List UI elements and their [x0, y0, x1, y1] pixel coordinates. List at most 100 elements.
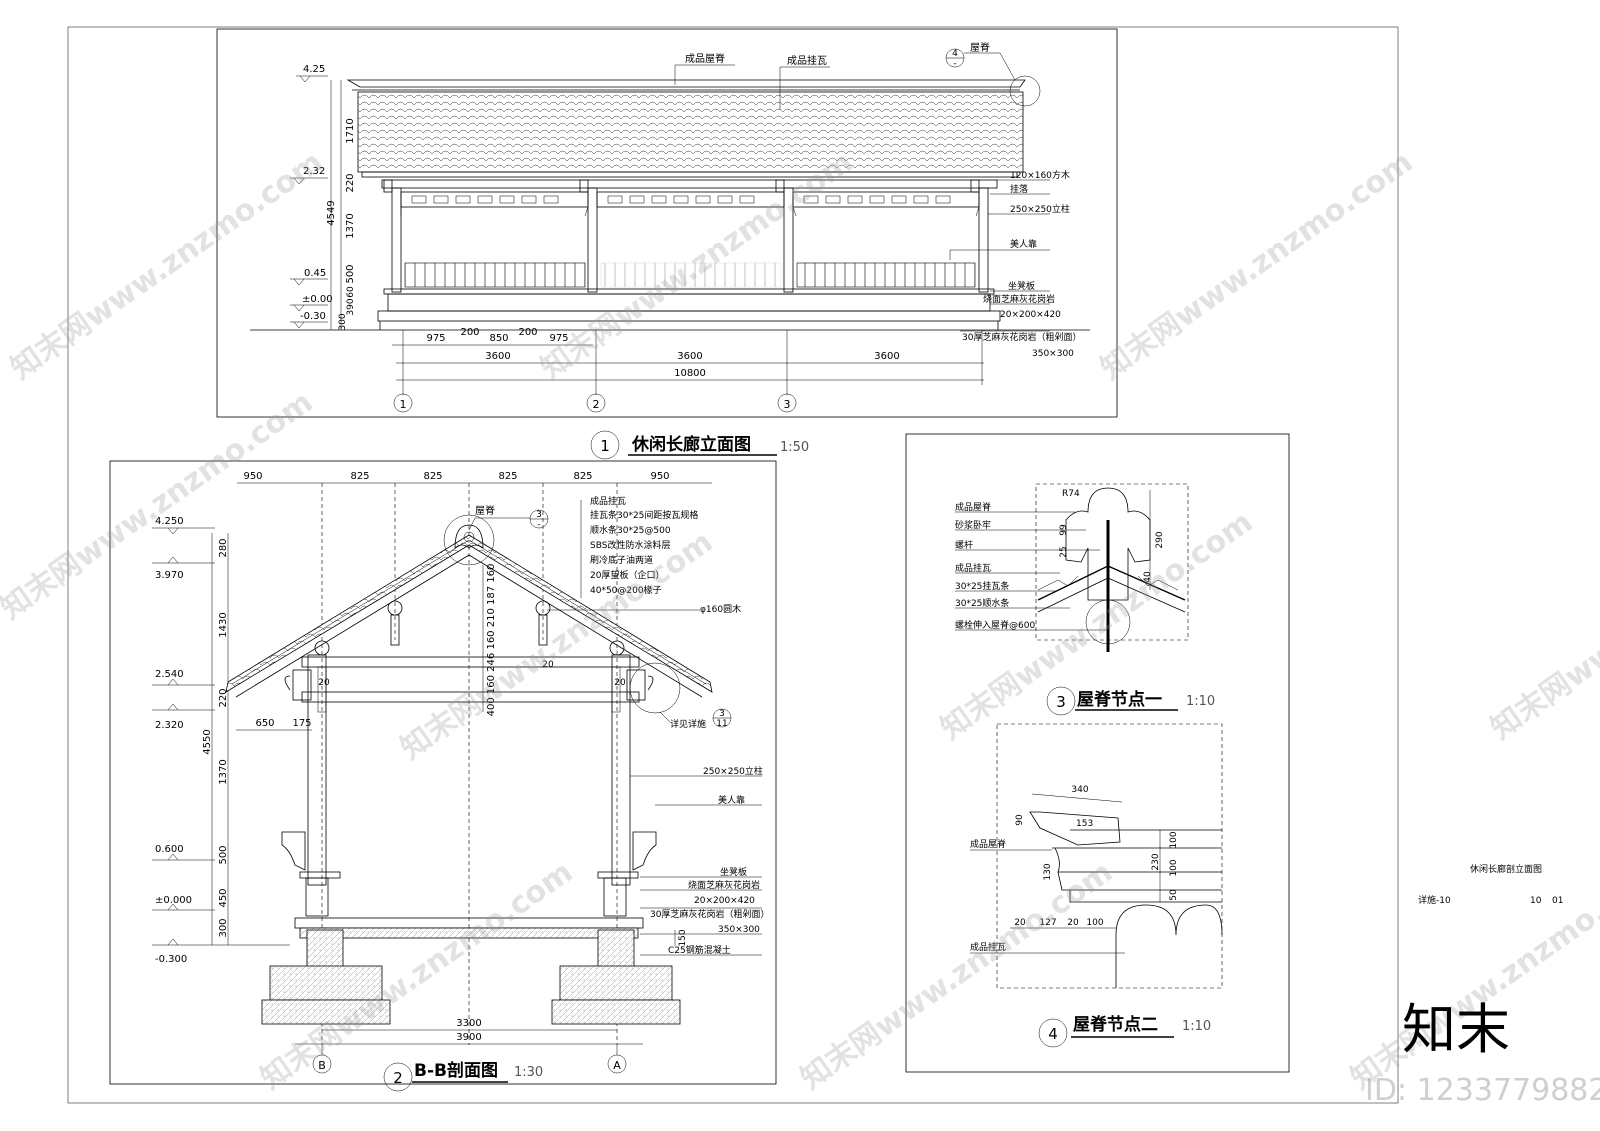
d1-label-3: 成品挂瓦 [955, 562, 991, 574]
vdim-1710: 1710 [345, 118, 356, 143]
detail-ref-num: 4 [952, 49, 958, 59]
d2-label-ridge: 成品屋脊 [970, 838, 1006, 850]
roof-label-0: 成品挂瓦 [590, 495, 626, 507]
label-250-column: 250×250立柱 [1010, 203, 1070, 215]
axis-2: 2 [593, 398, 600, 411]
top-dim-950-b: 950 [650, 471, 669, 482]
d2-dim-50: 50 [1169, 889, 1179, 901]
sec-level-0000: ±0.000 [155, 895, 192, 906]
elevation-levels: 4.25 2.32 0.45 ±0.00 -0.30 [290, 64, 333, 329]
roof-label-3: SBS改性防水涂料层 [590, 539, 670, 551]
ridge-details-frame [905, 433, 1290, 1073]
elevation-frame [216, 28, 1118, 418]
d1-title-scale: 1:10 [1186, 694, 1215, 709]
d1-label-0: 成品屋脊 [955, 501, 991, 513]
label-finished-tiles: 成品挂瓦 [787, 54, 827, 67]
titleblock-num: 01 [1552, 896, 1563, 906]
vdim-1370: 1370 [345, 213, 356, 238]
section-levels: 4.250 3.970 2.540 2.320 0.600 ±0.000 -0.… [152, 516, 290, 965]
label-bench-board: 坐凳板 [1008, 280, 1035, 292]
elevation-title-text: 休闲长廊立面图 [631, 434, 751, 455]
elevation-title-number: 1 [600, 437, 610, 455]
sec-level-minus-0300: -0.300 [155, 954, 187, 965]
sec-ridge-label: 屋脊 [475, 504, 495, 517]
elevation-title: 1 休闲长廊立面图 1:50 [590, 430, 809, 460]
section-structure [261, 600, 681, 1025]
section-detail-ref: 详见详施 3 11 [659, 708, 732, 730]
d1-label-4: 30*25挂瓦条 [955, 580, 1009, 592]
section-top-dims: 950 825 825 825 825 950 [237, 471, 712, 1045]
sec-level-4250: 4.250 [155, 516, 184, 527]
detail-see-num: 3 [719, 709, 725, 719]
detail-see-sub: 11 [716, 719, 727, 729]
sec-label-flamed-granite: 烧面芝麻灰花岗岩 [688, 879, 760, 891]
sec-vdim-1370: 1370 [218, 759, 229, 784]
hdim-span-3: 3600 [874, 351, 899, 362]
titleblock-sheet: 10 [1530, 896, 1542, 906]
label-120x160: 120×160方木 [1010, 169, 1070, 181]
sec-dim-650: 650 [255, 718, 274, 729]
sec-vdim-4550: 4550 [202, 729, 213, 754]
section-roof [225, 514, 713, 698]
d2-title-scale: 1:10 [1182, 1019, 1211, 1034]
section-title-scale: 1:30 [514, 1065, 543, 1080]
section-frame [109, 460, 777, 1085]
elevation-vertical-dims: 1710 220 4549 1370 500 60 390 300 [326, 80, 356, 331]
titleblock-name: 休闲长廊剖立面图 [1470, 863, 1542, 875]
section-inner-dims: 650 175 20 20 20 400 160 246 160 210 187… [236, 564, 626, 731]
detail-see-label: 详见详施 [670, 718, 706, 730]
d2-title-number: 4 [1048, 1025, 1058, 1043]
section-vertical-dims: 280 1430 220 4550 1370 500 450 300 [202, 533, 229, 945]
sec-level-0600: 0.600 [155, 844, 184, 855]
top-dim-825-a: 825 [350, 471, 369, 482]
d1-label-6: 螺栓伸入屋脊@600 [955, 619, 1035, 631]
level-minus-0-30: -0.30 [300, 311, 326, 322]
section-title: 2 B-B剖面图 1:30 [383, 1060, 543, 1092]
d1-title-number: 3 [1056, 693, 1066, 711]
watermark-4: 知末网www.znzmo.com [0, 385, 319, 627]
top-dim-825-b: 825 [423, 471, 442, 482]
section-bottom-dims: 3300 3900 B A [295, 1018, 643, 1074]
top-dim-950-a: 950 [243, 471, 262, 482]
roof-label-5: 20厚望板（企口） [590, 569, 664, 581]
title-block: 休闲长廊剖立面图 详施-10 10 01 [1418, 863, 1563, 906]
ridge-detail-2: 340 90 153 130 230 100 100 50 20 127 20 … [970, 723, 1223, 1048]
elevation-title-scale: 1:50 [780, 440, 809, 455]
d2-bdim-100: 100 [1086, 918, 1103, 928]
vdim-390: 390 [346, 298, 356, 315]
watermark-3: 知末网www.znzmo.com [1095, 145, 1420, 387]
d1-title-text: 屋脊节点一 [1077, 689, 1162, 710]
hdim-850: 850 [489, 333, 508, 344]
vdim-4549: 4549 [326, 200, 337, 225]
watermark-7: 知末网www.znzmo.com [1485, 505, 1600, 747]
sec-level-3970: 3.970 [155, 570, 184, 581]
detail-ref-sub: - [953, 59, 956, 69]
sec-dim-3300: 3300 [456, 1018, 481, 1029]
d2-dim-100-b: 100 [1169, 859, 1179, 876]
sheet-border [67, 26, 1399, 1104]
vdim-300: 300 [338, 313, 348, 330]
d1-dim-290: 290 [1155, 531, 1165, 548]
sec-dim-20-a: 20 [318, 678, 330, 688]
sec-ridge-num: 3 [536, 510, 542, 520]
d2-title-text: 屋脊节点二 [1073, 1014, 1158, 1035]
detail-ref-label: 屋脊 [970, 41, 990, 54]
watermark-9: 知末网www.znzmo.com [795, 855, 1120, 1097]
label-flamed-granite: 烧面芝麻灰花岗岩 [983, 293, 1055, 305]
sec-vdim-1430: 1430 [218, 612, 229, 637]
sec-label-meirenkao: 美人靠 [718, 794, 745, 806]
sec-label-column: 250×250立柱 [703, 765, 763, 777]
d2-dim-90: 90 [1015, 814, 1025, 826]
label-30-granite: 30厚芝麻灰花岗岩（粗剁面） [962, 331, 1081, 343]
watermark-id: ID: 1233779882 [1365, 1073, 1600, 1108]
hdim-span-1: 3600 [485, 351, 510, 362]
roof-label-2: 顺水条30*25@500 [590, 524, 671, 536]
top-dim-825-d: 825 [573, 471, 592, 482]
timber-label: φ160圆木 [700, 603, 741, 615]
label-gualuo: 挂落 [1010, 183, 1028, 195]
axis-a: A [613, 1059, 621, 1072]
label-finished-ridge: 成品屋脊 [685, 52, 725, 65]
sec-ridge-sub: - [537, 520, 540, 530]
roof-label-1: 挂瓦条30*25间距按瓦规格 [590, 509, 698, 521]
hdim-975-a: 975 [426, 333, 445, 344]
